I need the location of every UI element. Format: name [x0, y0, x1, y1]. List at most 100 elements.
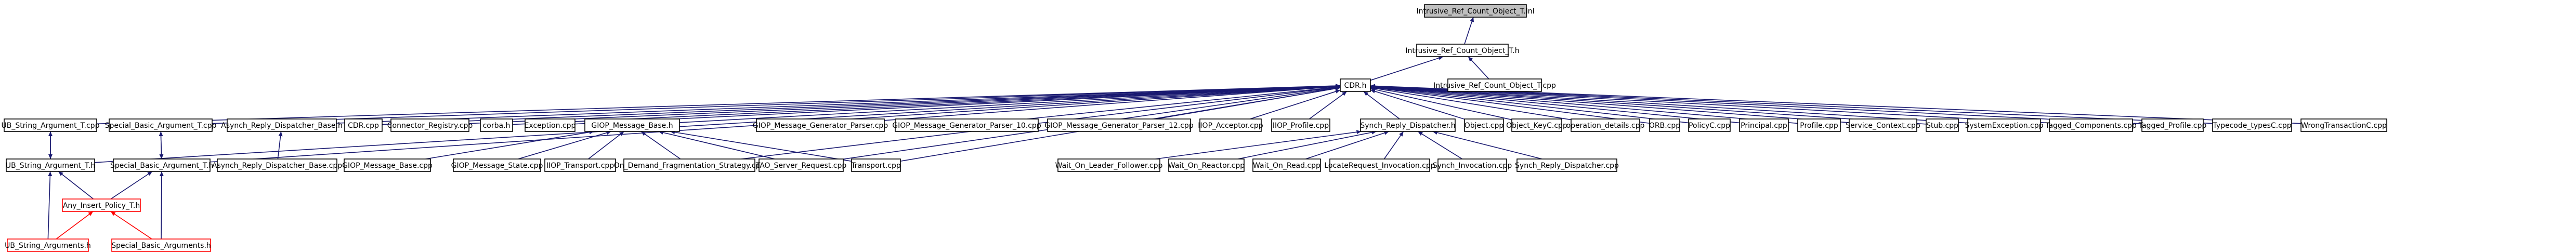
- edge-srd_cpp-to-srd_h: [1432, 130, 1542, 160]
- node-label: TAO_Server_Request.cpp: [755, 162, 847, 170]
- node-obj-cpp[interactable]: Object.cpp: [1464, 118, 1504, 132]
- node-gmgp[interactable]: GIOP_Message_Generator_Parser.cpp: [753, 118, 888, 132]
- node-wolf-cpp[interactable]: Wait_On_Leader_Follower.cpp: [1055, 158, 1163, 172]
- node-wrd-cpp[interactable]: Wait_On_Read.cpp: [1252, 158, 1321, 172]
- node-ub-cpp[interactable]: UB_String_Argument_T.cpp: [2, 118, 100, 132]
- node-box: [584, 118, 680, 132]
- node-label: corba.h: [483, 122, 511, 130]
- node-iiop-prof[interactable]: IIOP_Profile.cpp: [1271, 118, 1330, 132]
- node-orb-cpp[interactable]: ORB.cpp: [1649, 118, 1680, 132]
- edge-wrd_cpp-to-srd_h: [1305, 131, 1389, 160]
- node-tao-ssr[interactable]: TAO_Server_Request.cpp: [755, 158, 847, 172]
- node-gmgp12[interactable]: GIOP_Message_Generator_Parser_12.cpp: [1044, 118, 1194, 132]
- node-label: Stub.cpp: [1926, 122, 1958, 130]
- node-transport-cpp[interactable]: Transport.cpp: [851, 158, 901, 172]
- node-cdr-h[interactable]: CDR.h: [1340, 78, 1371, 92]
- node-box: [2049, 118, 2133, 132]
- node-box: [1739, 118, 1789, 132]
- node-svcctx-cpp[interactable]: Service_Context.cpp: [1846, 118, 1920, 132]
- node-label: Tagged_Components.cpp: [2045, 122, 2137, 130]
- node-cdr-cpp[interactable]: CDR.cpp: [344, 118, 383, 132]
- node-sysexc-cpp[interactable]: SystemException.cpp: [1965, 118, 2044, 132]
- node-conn-reg[interactable]: Connector_Registry.cpp: [387, 118, 473, 132]
- node-srd-cpp[interactable]: Synch_Reply_Dispatcher.cpp: [1515, 158, 1619, 172]
- node-label: UB_String_Arguments.h: [5, 242, 91, 250]
- node-arpb-h[interactable]: Asynch_Reply_Dispatcher_Base.h: [221, 118, 343, 132]
- node-ub-h[interactable]: UB_String_Argument_T.h: [6, 158, 95, 172]
- edge-aip_h-to-sba_h: [110, 171, 153, 200]
- node-box: [1849, 118, 1917, 132]
- edge-line: [588, 131, 624, 160]
- node-arpb-cpp[interactable]: Asynch_Reply_Dispatcher_Base.cpp: [212, 158, 342, 172]
- node-aip-h[interactable]: Any_Insert_Policy_T.h: [62, 198, 141, 212]
- node-irc-th[interactable]: Intrusive_Ref_Count_Object_T.h: [1405, 44, 1520, 57]
- node-objkey-cpp[interactable]: Object_KeyC.cpp: [1506, 118, 1567, 132]
- node-box: [1168, 158, 1245, 172]
- edge-sba_cpp-to-cdr_h: [212, 84, 1341, 124]
- node-taggedprof-cpp[interactable]: Tagged_Profile.cpp: [2138, 118, 2207, 132]
- node-box: [544, 158, 616, 172]
- node-box: [217, 158, 337, 172]
- edge-line: [1370, 86, 1572, 121]
- edge-line: [1370, 56, 1444, 81]
- edge-arpb_cpp-to-arpb_h: [277, 131, 283, 160]
- node-label: Tagged_Profile.cpp: [2138, 122, 2207, 130]
- node-principal-cpp[interactable]: Principal.cpp: [1739, 118, 1789, 132]
- edge-irc_cpp-to-irc_th: [1468, 56, 1489, 79]
- node-irc-h[interactable]: Intrusive_Ref_Count_Object_T.inl: [1416, 4, 1535, 18]
- node-label: ORB.cpp: [1649, 122, 1680, 130]
- edge-obj_cpp-to-cdr_h: [1370, 89, 1465, 120]
- node-corba-h[interactable]: corba.h: [480, 118, 513, 132]
- node-tagged-cpp[interactable]: Tagged_Components.cpp: [2045, 118, 2137, 132]
- edge-line: [1155, 130, 1362, 160]
- edge-line: [47, 171, 53, 240]
- edge-aip_h-to-ub_h: [58, 171, 94, 200]
- node-gmgp10[interactable]: GIOP_Message_Generator_Parser_10.cpp: [892, 118, 1041, 132]
- node-lri-cpp[interactable]: LocateRequest_Invocation.cpp: [1324, 158, 1435, 172]
- edge-line: [1370, 85, 1650, 124]
- node-box: [1360, 118, 1456, 132]
- node-box: [1649, 118, 1680, 132]
- node-iiop-acc[interactable]: IIOP_Acceptor.cpp: [1198, 118, 1263, 132]
- node-sba-h[interactable]: Special_Basic_Argument_T.h: [110, 158, 213, 172]
- node-srd-h[interactable]: Synch_Reply_Dispatcher.h: [1360, 118, 1456, 132]
- node-exc-cpp[interactable]: Exception.cpp: [525, 118, 576, 132]
- node-label: Wait_On_Leader_Follower.cpp: [1055, 162, 1163, 170]
- edge-line: [658, 130, 775, 160]
- edge-cdr_cpp-to-cdr_h: [382, 84, 1341, 125]
- node-box: [1447, 78, 1542, 92]
- node-ubargs-h[interactable]: UB_String_Arguments.h: [5, 238, 91, 252]
- node-odfs-cpp[interactable]: On_Demand_Fragmentation_Strategy.cpp: [614, 158, 765, 172]
- node-wrongtx-cpp[interactable]: WrongTransactionC.cpp: [2300, 118, 2387, 132]
- edge-iiop_tr-to-gmb_h: [588, 131, 624, 160]
- edge-ub_cpp-to-cdr_h: [96, 84, 1341, 125]
- node-irc-cpp[interactable]: Intrusive_Ref_Count_Object_T.cpp: [1433, 78, 1556, 92]
- edge-profile_cpp-to-cdr_h: [1370, 85, 1798, 124]
- node-wor-cpp[interactable]: Wait_On_Reactor.cpp: [1168, 158, 1245, 172]
- edge-corba_h-to-cdr_h: [512, 84, 1341, 125]
- node-box: [756, 118, 885, 132]
- node-box: [1511, 118, 1562, 132]
- node-gms-cpp[interactable]: GIOP_Message_State.cpp: [451, 158, 543, 172]
- edge-line: [640, 131, 681, 160]
- node-label: Object.cpp: [1464, 122, 1504, 130]
- node-policy-cpp[interactable]: PolicyC.cpp: [1688, 118, 1731, 132]
- node-sba-cpp[interactable]: Special_Basic_Argument_T.cpp: [105, 118, 217, 132]
- node-box: [1967, 118, 2041, 132]
- node-label: Connector_Registry.cpp: [387, 122, 473, 130]
- node-gmb-cpp[interactable]: GIOP_Message_Base.cpp: [342, 158, 433, 172]
- node-box: [227, 118, 337, 132]
- node-opd-cpp[interactable]: operation_details.cpp: [1566, 118, 1645, 132]
- node-sbargs-h[interactable]: Special_Basic_Arguments.h: [111, 238, 211, 252]
- node-gmb-h[interactable]: GIOP_Message_Base.h: [584, 118, 680, 132]
- node-si-cpp[interactable]: Synch_Invocation.cpp: [1433, 158, 1512, 172]
- node-iiop-tr[interactable]: IIOP_Transport.cpp: [544, 158, 616, 172]
- node-stub-cpp[interactable]: Stub.cpp: [1926, 118, 1959, 132]
- edge-ubargs_h-to-ub_h: [47, 171, 53, 240]
- node-box: [1057, 158, 1160, 172]
- node-box: [1688, 118, 1731, 132]
- edge-line: [1309, 91, 1348, 120]
- edge-line: [1370, 85, 1689, 124]
- node-profile-cpp[interactable]: Profile.cpp: [1797, 118, 1841, 132]
- node-typecode-cpp[interactable]: Typecode_typesC.cpp: [2212, 118, 2292, 132]
